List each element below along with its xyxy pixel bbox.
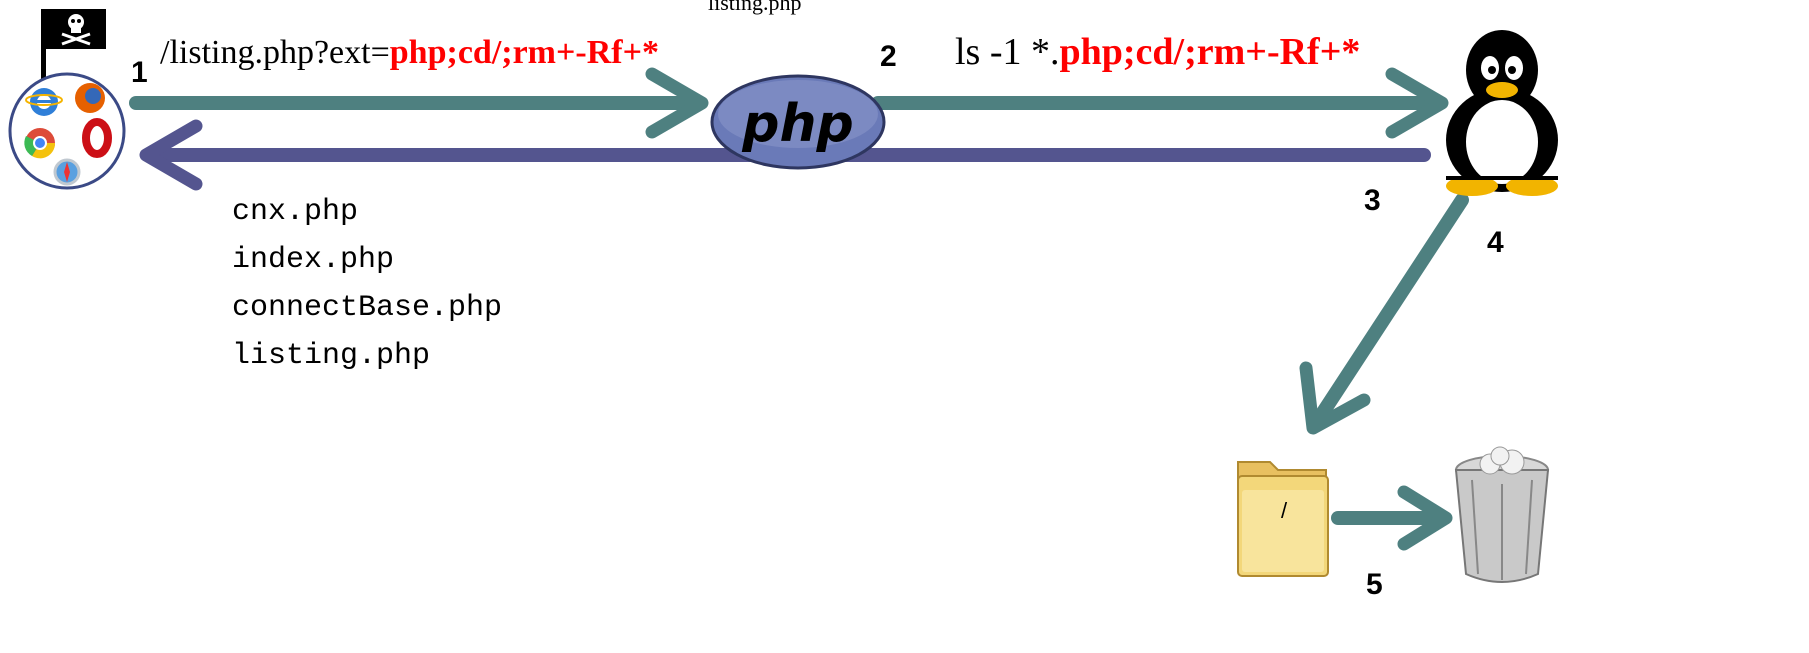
request-url-payload: php;cd/;rm+-Rf+* [389, 34, 659, 71]
file-list-item: cnx.php [232, 195, 359, 229]
step-number-4: 4 [1487, 226, 1504, 259]
step-number-3: 3 [1364, 184, 1381, 217]
web-browsers-icon [8, 72, 126, 190]
folder-icon [1237, 461, 1329, 577]
delete-arrow-5 [1331, 485, 1453, 551]
request-url: /listing.php?ext=php;cd/;rm+-Rf+* [160, 34, 659, 72]
request-arrow-1 [129, 67, 709, 139]
file-list-item: connectBase.php [232, 291, 503, 325]
step-number-1: 1 [131, 56, 148, 89]
step-number-2: 2 [880, 40, 897, 73]
request-url-prefix: /listing.php?ext= [160, 34, 390, 71]
request-arrow-2 [871, 67, 1449, 139]
shell-command: ls -1 *.php;cd/;rm+-Rf+* [955, 30, 1360, 74]
file-list-item: index.php [232, 243, 395, 277]
linux-tux-icon [1446, 30, 1558, 196]
script-name-label: listing.php [708, 0, 802, 15]
file-list-item: listing.php [232, 339, 431, 373]
returned-file-list: cnx.php index.php connectBase.php listin… [232, 188, 502, 380]
svg-text:php: php [741, 94, 853, 154]
shell-command-prefix: ls -1 *. [955, 31, 1060, 73]
step-number-5: 5 [1366, 568, 1383, 601]
trash-bin-icon [1454, 446, 1550, 583]
pirate-flag-icon [41, 9, 106, 79]
command-arrow-4 [1299, 193, 1469, 435]
php-logo-icon: php [710, 74, 886, 170]
shell-command-payload: php;cd/;rm+-Rf+* [1059, 31, 1361, 73]
folder-path-label: / [1281, 498, 1288, 523]
